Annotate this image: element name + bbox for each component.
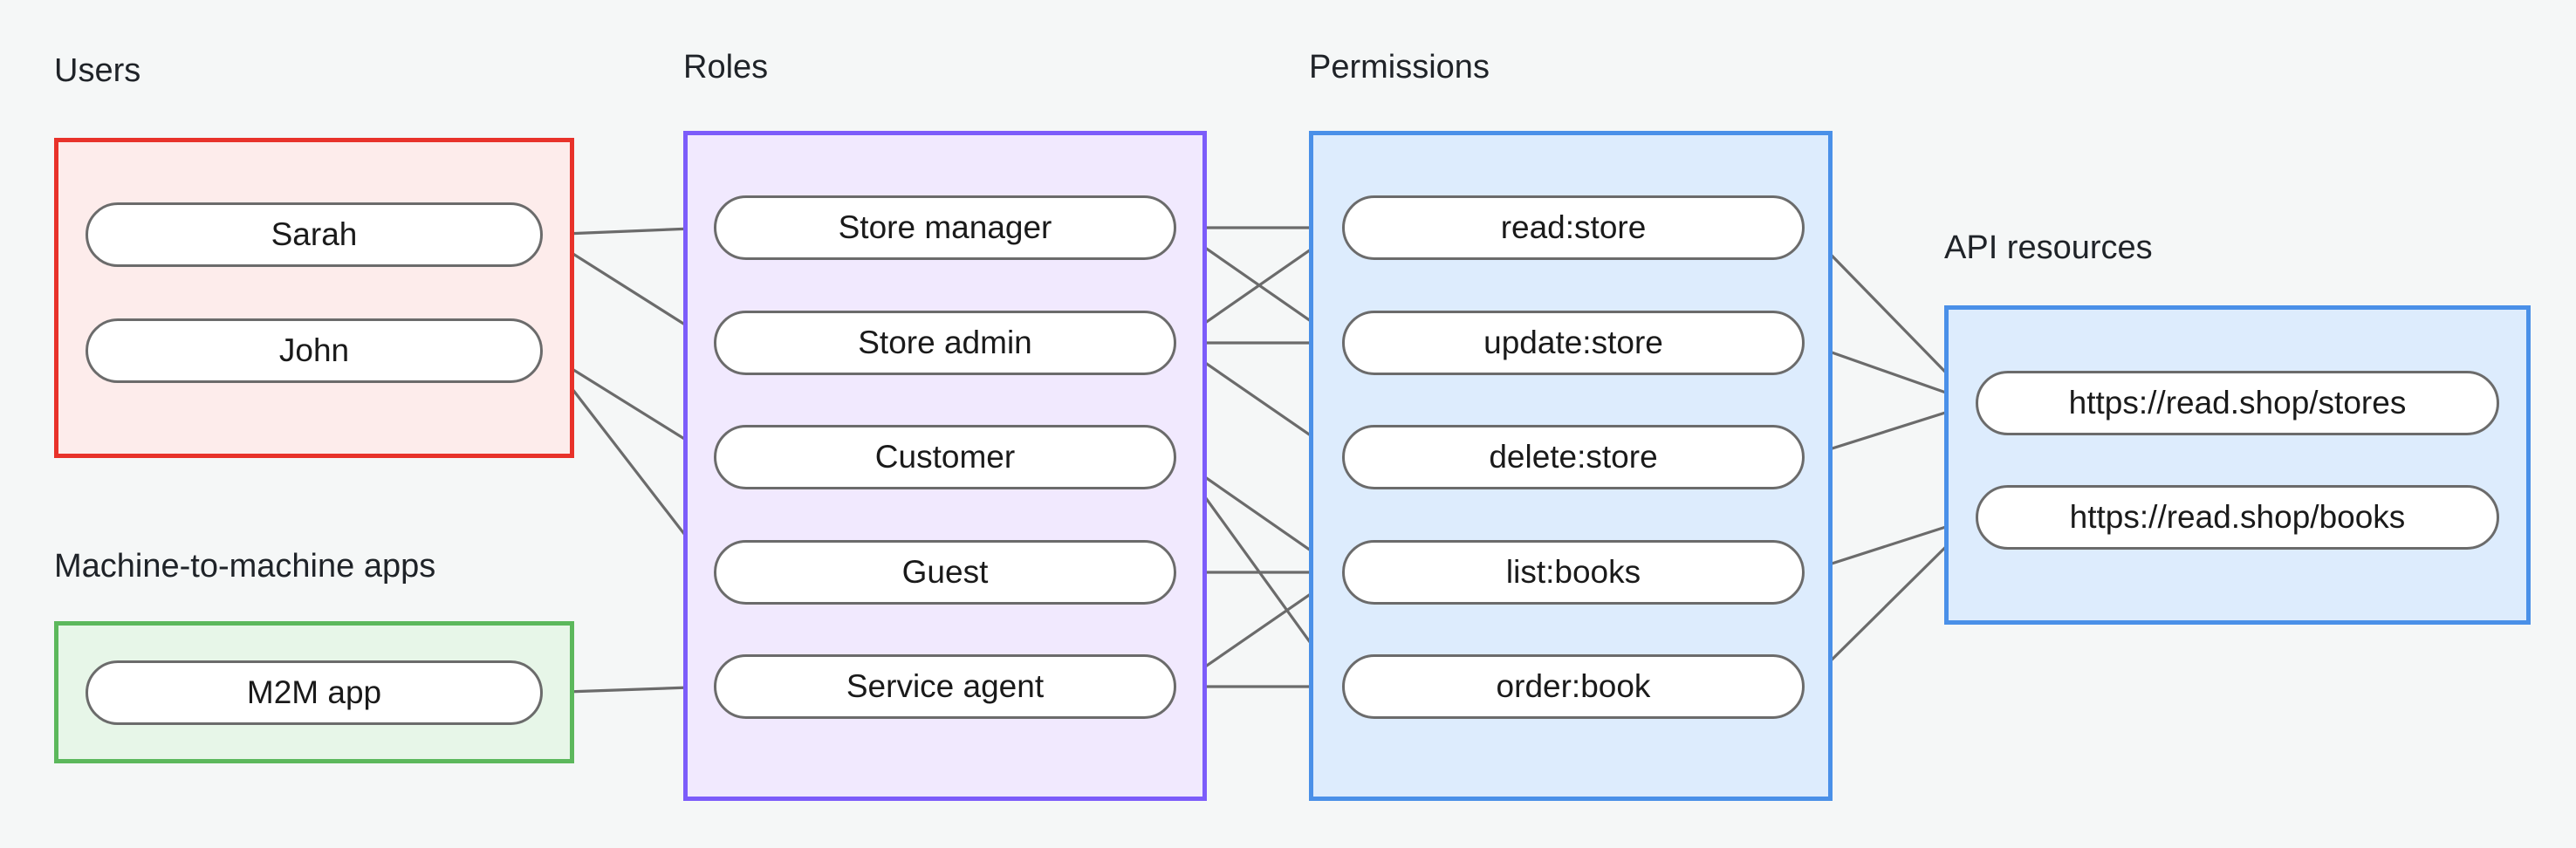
node-customer[interactable]: Customer	[714, 425, 1176, 489]
node-label-read-shop-books: https://read.shop/books	[2069, 499, 2406, 535]
node-label-read-store: read:store	[1500, 209, 1647, 245]
node-label-list-books: list:books	[1505, 554, 1641, 590]
group-api-resources	[1944, 305, 2531, 625]
node-read-store[interactable]: read:store	[1342, 195, 1805, 260]
node-label-sarah: Sarah	[271, 216, 358, 252]
node-store-manager[interactable]: Store manager	[714, 195, 1176, 260]
node-label-read-shop-stores: https://read.shop/stores	[2068, 385, 2407, 421]
node-store-admin[interactable]: Store admin	[714, 311, 1176, 375]
node-sarah[interactable]: Sarah	[86, 202, 543, 267]
node-label-john: John	[278, 332, 350, 368]
node-m2m-app[interactable]: M2M app	[86, 660, 543, 725]
node-label-customer: Customer	[874, 439, 1016, 475]
node-label-delete-store: delete:store	[1489, 439, 1658, 475]
group-label-api-resources: API resources	[1944, 229, 2153, 266]
group-label-roles: Roles	[683, 49, 769, 85]
group-label-permissions: Permissions	[1309, 49, 1490, 85]
node-john[interactable]: John	[86, 318, 543, 383]
node-service-agent[interactable]: Service agent	[714, 654, 1176, 719]
node-label-service-agent: Service agent	[846, 668, 1045, 704]
node-update-store[interactable]: update:store	[1342, 311, 1805, 375]
node-label-update-store: update:store	[1483, 325, 1663, 360]
node-label-store-manager: Store manager	[838, 209, 1052, 245]
group-users	[54, 138, 574, 458]
node-label-order-book: order:book	[1496, 668, 1651, 704]
node-label-guest: Guest	[901, 554, 989, 590]
node-label-m2m-app: M2M app	[246, 674, 382, 710]
group-label-users: Users	[54, 52, 141, 89]
node-order-book[interactable]: order:book	[1342, 654, 1805, 719]
node-read-shop-books[interactable]: https://read.shop/books	[1976, 485, 2499, 550]
node-delete-store[interactable]: delete:store	[1342, 425, 1805, 489]
node-guest[interactable]: Guest	[714, 540, 1176, 605]
node-list-books[interactable]: list:books	[1342, 540, 1805, 605]
group-label-m2m: Machine-to-machine apps	[54, 548, 436, 585]
node-label-store-admin: Store admin	[858, 325, 1032, 360]
node-read-shop-stores[interactable]: https://read.shop/stores	[1976, 371, 2499, 435]
